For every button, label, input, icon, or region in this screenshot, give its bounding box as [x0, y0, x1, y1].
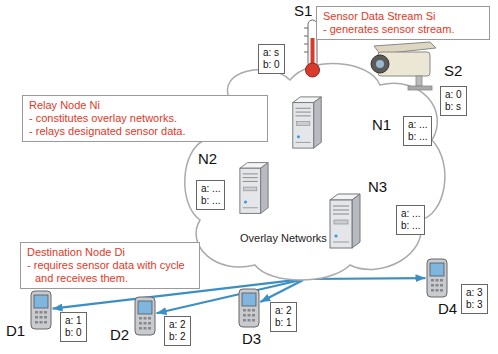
drawing-circle: [376, 60, 384, 68]
state-line: b: 0: [263, 59, 280, 71]
state-box: S1a: sb: 0: [258, 44, 285, 74]
data-flow-arrow: [260, 280, 303, 302]
cloud-label: Overlay Networks: [240, 232, 327, 245]
state-box: D4a: 3b: 3: [461, 284, 488, 314]
state-line: a: 2: [169, 319, 186, 331]
server-icon: [293, 97, 321, 148]
state-box: S2a: 0b: s: [440, 86, 467, 116]
node-label: N3: [368, 178, 387, 195]
callout-title: Destination Node Di: [27, 246, 193, 259]
callout-text: - relays designated sensor data.: [29, 125, 261, 138]
node-label: S1: [294, 2, 312, 19]
state-box: D3a: 2b: 1: [270, 302, 297, 332]
state-box: N3a: ...b: ...: [396, 205, 425, 235]
state-line: a: ...: [401, 208, 420, 220]
state-line: a: 3: [466, 287, 483, 299]
callout-box: Relay Node Ni- constitutes overlay netwo…: [22, 95, 268, 142]
camera-icon: [371, 42, 436, 90]
phone-icon: [31, 291, 51, 329]
state-box: D1a: 1b: 0: [60, 312, 87, 342]
drawing-rect: [408, 86, 432, 90]
node-label: N1: [372, 116, 391, 133]
node-label: D1: [6, 322, 25, 339]
state-line: b: 1: [275, 317, 292, 329]
phone-icon: [427, 259, 447, 297]
state-line: a: ...: [408, 119, 427, 131]
drawing-line: [304, 36, 308, 37]
callout-box: Sensor Data Stream Si- generates sensor …: [316, 6, 490, 40]
server-icon: [240, 163, 268, 214]
drawing-line: [304, 44, 308, 45]
state-line: a: ...: [201, 183, 220, 195]
drawing-line: [304, 52, 308, 53]
callout-text: - constitutes overlay networks.: [29, 112, 261, 125]
state-line: b: s: [445, 101, 462, 113]
state-line: a: 1: [65, 315, 82, 327]
phone-icon: [239, 289, 259, 327]
state-line: b: 3: [466, 299, 483, 311]
state-line: a: s: [263, 47, 280, 59]
node-label: N2: [198, 150, 217, 167]
state-box: N2a: ...b: ...: [196, 180, 225, 210]
state-line: b: ...: [408, 131, 427, 143]
drawing-circle: [371, 55, 389, 73]
state-line: b: 2: [169, 331, 186, 343]
state-line: b: 0: [65, 327, 82, 339]
state-box: N1a: ...b: ...: [403, 116, 432, 146]
state-line: a: 0: [445, 89, 462, 101]
callout-text: - requires sensor data with cycle and re…: [27, 259, 193, 285]
phone-icon: [135, 297, 155, 335]
node-label: D3: [242, 330, 261, 347]
drawing-circle: [306, 63, 320, 77]
cloud-exit-point: [305, 279, 306, 280]
drawing-rect: [416, 76, 422, 86]
callout-text: - generates sensor stream.: [323, 23, 483, 36]
state-line: b: ...: [201, 195, 220, 207]
node-label: S2: [444, 62, 462, 79]
node-label: D2: [110, 326, 129, 343]
state-line: b: ...: [401, 220, 420, 232]
callout-title: Sensor Data Stream Si: [323, 10, 483, 23]
callout-box: Destination Node Di- requires sensor dat…: [20, 242, 200, 289]
state-box: D2a: 2b: 2: [164, 316, 191, 346]
server-icon: [330, 194, 360, 248]
state-line: a: 2: [275, 305, 292, 317]
callout-title: Relay Node Ni: [29, 99, 261, 112]
node-label: D4: [438, 300, 457, 317]
drawing-line: [304, 28, 308, 29]
